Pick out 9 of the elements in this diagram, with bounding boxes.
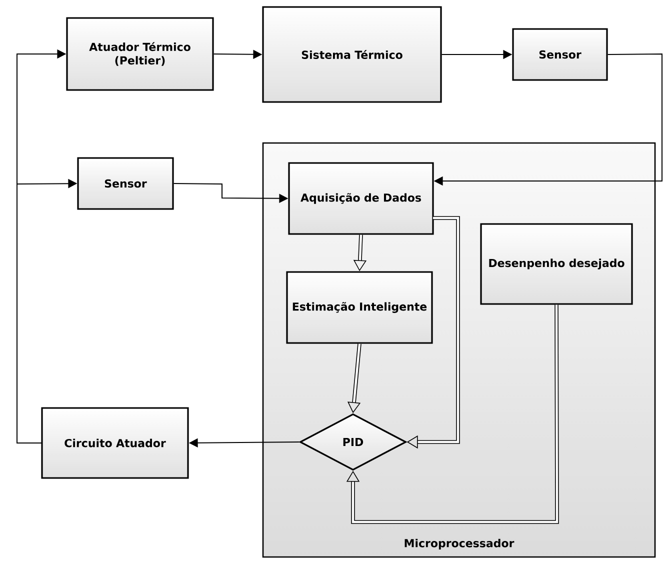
process-box: Sistema Térmico (262, 6, 442, 103)
process-box: Atuador Térmico (Peltier) (66, 17, 214, 91)
arrow (346, 304, 559, 524)
process-box: Sensor (512, 28, 608, 81)
process-box: Sensor (77, 157, 174, 210)
process-box: Desenpenho desejado (480, 223, 633, 305)
process-box: Estimação Inteligente (286, 271, 433, 344)
process-box: Circuito Atuador (41, 407, 189, 479)
process-box: Aquisição de Dados (288, 162, 434, 235)
